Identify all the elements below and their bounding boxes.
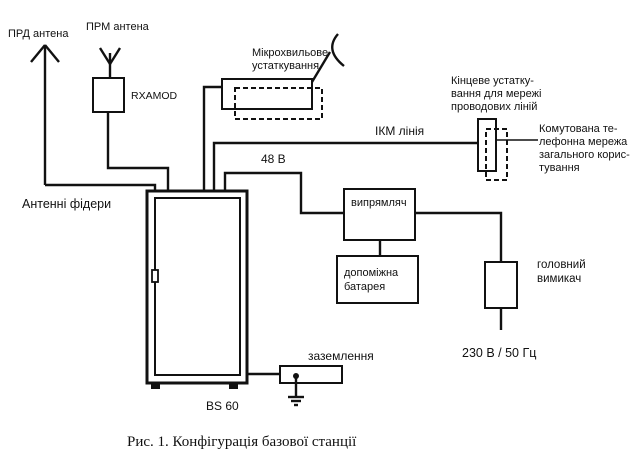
- microwave-link: [202, 85, 222, 191]
- bs60-label: BS 60: [206, 399, 239, 413]
- prd-antenna-label: ПРД антена: [8, 28, 69, 40]
- rxamod-label: RXAMOD: [131, 90, 178, 102]
- grounding: [247, 365, 343, 407]
- grounding-label: заземлення: [308, 349, 374, 363]
- power-48v-cable: [223, 171, 344, 215]
- antenna-feeders: [45, 112, 170, 191]
- cabinet-foot-right: [229, 383, 238, 389]
- battery-block: [336, 255, 419, 304]
- pstn-label-line2: лефонна мережа: [539, 136, 628, 148]
- ikm-line-label: ІКМ лінія: [375, 124, 424, 138]
- battery-label-line2: батарея: [344, 281, 385, 293]
- microwave-equipment-block: [221, 78, 313, 110]
- battery-label-line1: допоміжна: [344, 267, 399, 279]
- terminal-label-line1: Кінцеве устатку-: [451, 75, 534, 87]
- ikm-line-cable: [212, 141, 480, 191]
- prm-antenna-label: ПРМ антена: [86, 21, 150, 33]
- microwave-label-line1: Мікрохвильове: [252, 47, 328, 59]
- main-switch-label-line1: головний: [537, 259, 586, 271]
- cabinet-foot-left: [151, 383, 160, 389]
- terminal-label-line3: проводових ліній: [451, 101, 537, 113]
- main-switch-label-line2: вимикач: [537, 273, 581, 285]
- terminal-equipment-outline: [485, 128, 508, 181]
- rxamod-block: [92, 77, 125, 113]
- rectifier-label: випрямляч: [351, 197, 407, 209]
- antenna-feeders-label: Антенні фідери: [22, 197, 111, 211]
- prd-antenna-icon: [30, 44, 60, 185]
- figure-caption: Рис. 1. Конфігурація базової станції: [127, 434, 357, 450]
- pstn-label-line4: тування: [539, 162, 580, 174]
- microwave-dish-icon: [310, 33, 345, 83]
- mains-label: 230 В / 50 Гц: [462, 346, 536, 360]
- bs60-cabinet: [145, 189, 249, 389]
- microwave-label-line2: устаткування: [252, 60, 319, 72]
- rectifier-to-switch: [415, 211, 503, 262]
- prm-antenna-icon: [98, 47, 122, 78]
- pstn-label-line1: Комутована те-: [539, 123, 618, 135]
- voltage-48v-label: 48 В: [261, 152, 286, 166]
- pstn-label-line3: загального корис-: [539, 149, 630, 161]
- cabinet-handle: [151, 269, 159, 283]
- main-switch-block: [484, 261, 518, 309]
- microwave-equipment-outline: [234, 87, 323, 120]
- terminal-label-line2: вання для мережі: [451, 88, 541, 100]
